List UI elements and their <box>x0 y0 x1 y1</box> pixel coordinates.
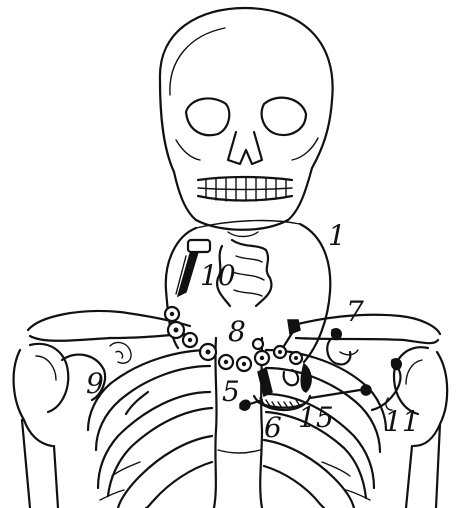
pendant-11 <box>372 359 401 410</box>
label-7: 7 <box>346 298 364 326</box>
label-8: 8 <box>228 318 246 346</box>
pendant-9 <box>110 343 131 364</box>
skull-icon <box>160 8 333 230</box>
label-10: 10 <box>200 262 236 290</box>
label-9: 9 <box>86 370 104 398</box>
label-6: 6 <box>264 414 282 442</box>
label-11: 11 <box>384 408 420 436</box>
label-15: 15 <box>298 404 334 432</box>
pendant-7 <box>327 329 358 365</box>
label-1: 1 <box>328 222 346 250</box>
label-5: 5 <box>222 378 240 406</box>
